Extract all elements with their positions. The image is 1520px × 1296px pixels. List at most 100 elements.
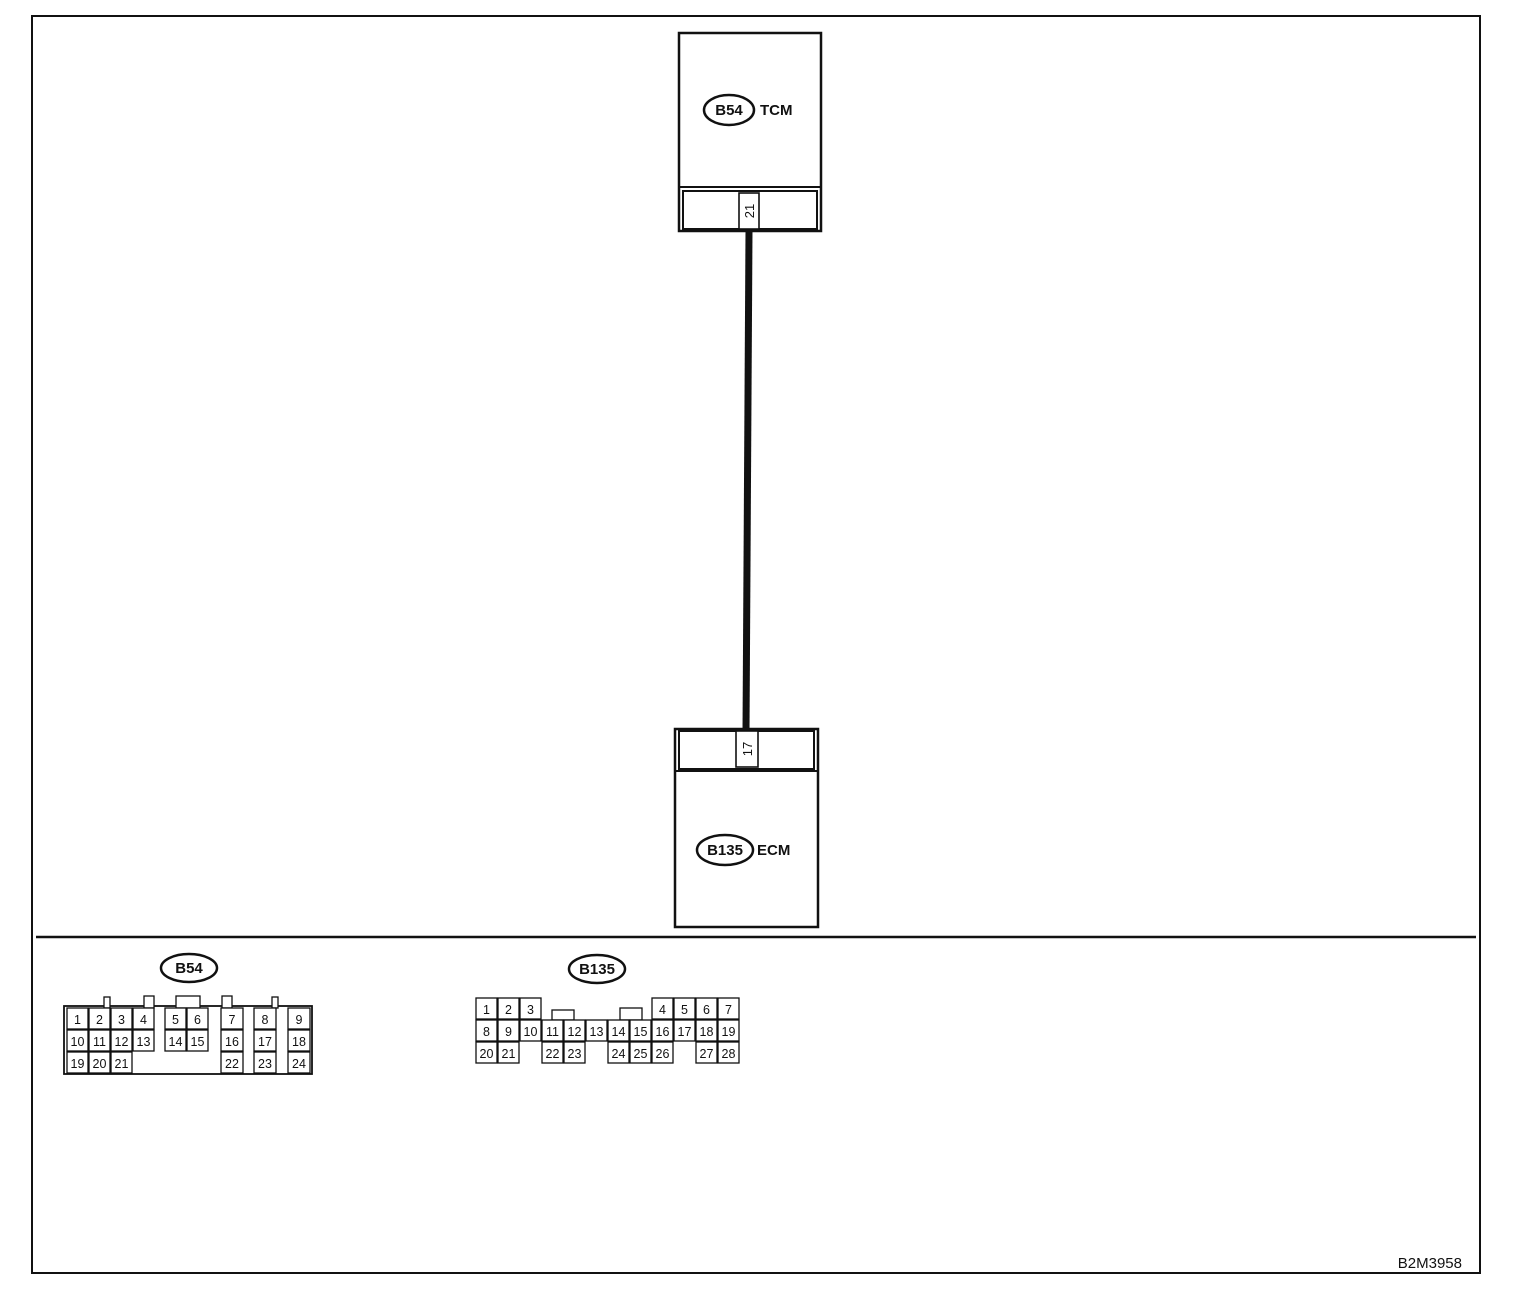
b54-latch-tab [103, 996, 111, 1009]
b135-pin-label: 12 [568, 1025, 582, 1039]
b135-pin-cell [585, 1019, 608, 1042]
b135-pin-label: 6 [703, 1003, 710, 1017]
b54-latch-tab [175, 995, 201, 1009]
tcm-name-label: TCM [760, 102, 793, 119]
b54-pin-cell [253, 1051, 277, 1074]
b54-pin-cell [88, 1029, 111, 1052]
b54-pin-cell [220, 1029, 244, 1052]
b54-pin-label: 4 [140, 1013, 147, 1027]
b54-pin-cell [66, 1007, 89, 1030]
tcm-code-oval [702, 93, 756, 127]
ecm-code-oval [695, 833, 755, 867]
b54-latch-tab [271, 996, 279, 1009]
b135-pin-cell [717, 1041, 740, 1064]
tcm-module: 21 B54 TCM [677, 31, 823, 233]
ecm-pin-number: 17 [740, 742, 755, 756]
b54-pin-cell [253, 1007, 277, 1030]
b54-pin-cell [66, 1051, 89, 1074]
b135-pin-label: 7 [725, 1003, 732, 1017]
ecm-pin-cell [735, 730, 759, 768]
b135-pin-label: 21 [502, 1047, 516, 1061]
b135-pin-label: 26 [656, 1047, 670, 1061]
b54-pin-label: 1 [74, 1013, 81, 1027]
b135-pin-label: 10 [524, 1025, 538, 1039]
diagram-frame [31, 15, 1481, 1274]
ecm-name-label: ECM [757, 842, 790, 859]
b135-pin-cell [673, 997, 696, 1020]
b135-pin-cell [475, 1041, 498, 1064]
b135-pin-cell [695, 1041, 718, 1064]
b54-pin-label: 11 [93, 1035, 106, 1049]
b135-pin-label: 4 [659, 1003, 666, 1017]
ecm-code-label: B135 [707, 842, 743, 859]
b135-pin-label: 28 [722, 1047, 736, 1061]
b135-pin-cell [695, 997, 718, 1020]
b54-latch-tab [143, 995, 155, 1009]
b54-pin-cell [110, 1051, 133, 1074]
b135-pin-cell [475, 1019, 498, 1042]
b54-pin-cell [88, 1007, 111, 1030]
b135-pin-cell [563, 1019, 586, 1042]
b135-pin-cell [607, 1019, 630, 1042]
tcm-pin-cell [738, 192, 760, 230]
b54-pin-label: 2 [96, 1013, 103, 1027]
b54-pin-cell [287, 1007, 311, 1030]
tcm-code-label: B54 [715, 102, 743, 119]
b135-pin-label: 9 [505, 1025, 512, 1039]
figure-code: B2M3958 [1398, 1255, 1462, 1272]
b54-pin-cell [287, 1051, 311, 1074]
b54-pin-label: 21 [115, 1057, 129, 1071]
b135-pin-cell [519, 1019, 542, 1042]
b135-pin-cell [475, 997, 498, 1020]
b54-pin-label: 15 [191, 1035, 205, 1049]
b135-pin-label: 22 [546, 1047, 560, 1061]
b54-pin-label: 14 [169, 1035, 183, 1049]
b54-code-label: B54 [175, 960, 203, 977]
b54-latch-tab [221, 995, 233, 1009]
b54-pin-label: 19 [71, 1057, 85, 1071]
b135-pin-cell [497, 997, 520, 1020]
b135-pin-label: 24 [612, 1047, 626, 1061]
b135-pin-cell [497, 1019, 520, 1042]
b54-pin-label: 23 [258, 1057, 272, 1071]
b135-pin-label: 13 [590, 1025, 604, 1039]
b54-pin-cell [253, 1029, 277, 1052]
b54-pin-cell [110, 1007, 133, 1030]
b54-pin-cell [132, 1007, 155, 1030]
tcm-pin-number: 21 [742, 204, 757, 218]
b135-pin-label: 17 [678, 1025, 692, 1039]
b135-pin-label: 25 [634, 1047, 648, 1061]
b135-pin-label: 8 [483, 1025, 490, 1039]
b135-pin-label: 1 [483, 1003, 490, 1017]
b135-latch-tab [619, 1007, 643, 1021]
b135-pin-cell [695, 1019, 718, 1042]
b135-pin-cell [519, 997, 542, 1020]
b54-pin-label: 9 [296, 1013, 303, 1027]
b135-pin-label: 27 [700, 1047, 714, 1061]
b54-pin-cell [110, 1029, 133, 1052]
b135-pin-cell [541, 1019, 564, 1042]
b54-pin-cell [220, 1007, 244, 1030]
b54-pin-label: 8 [262, 1013, 269, 1027]
b135-pin-cell [651, 1041, 674, 1064]
b135-pin-label: 3 [527, 1003, 534, 1017]
signal-wire [742, 230, 753, 732]
b135-code-oval [567, 953, 627, 985]
b54-pin-label: 3 [118, 1013, 125, 1027]
ecm-module: 17 B135 ECM [673, 727, 820, 929]
b135-pin-cell [607, 1041, 630, 1064]
b54-code-oval [159, 952, 219, 984]
b135-pin-cell [717, 997, 740, 1020]
b135-pin-cell [651, 997, 674, 1020]
b54-pin-cell [164, 1007, 187, 1030]
b54-pin-label: 20 [93, 1057, 107, 1071]
b135-pin-cell [717, 1019, 740, 1042]
b54-pin-label: 18 [292, 1035, 306, 1049]
b54-pin-cell [164, 1029, 187, 1052]
b54-pin-label: 7 [229, 1013, 236, 1027]
b135-pin-cell [541, 1041, 564, 1064]
b135-pin-label: 23 [568, 1047, 582, 1061]
